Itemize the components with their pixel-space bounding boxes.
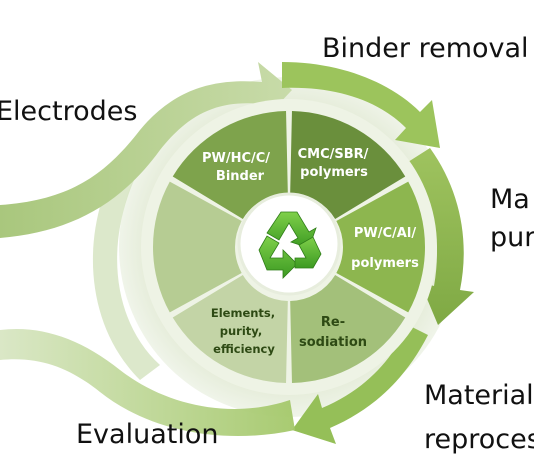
reprocessing-arrow	[292, 325, 428, 444]
seg-elements-line1: Elements,	[211, 306, 275, 320]
wheel-segments	[153, 111, 425, 383]
segment-cmc-sbr	[290, 111, 406, 219]
seg-resodiation-line2: sodiation	[299, 335, 367, 350]
seg-cmc-line1: CMC/SBR/	[298, 147, 369, 162]
label-electrodes: Electrodes	[0, 96, 137, 127]
seg-pw-hc-line1: PW/HC/C/	[202, 151, 270, 166]
purification-arrow	[408, 148, 474, 325]
segment-pw-hc-binder	[172, 111, 288, 219]
binder-removal-arrow	[282, 62, 440, 148]
label-evaluation: Evaluation	[76, 419, 218, 450]
seg-resodiation-line1: Re-	[321, 315, 345, 330]
label-reprocessing-2: reproces	[424, 424, 534, 455]
center-circle	[237, 192, 341, 296]
seg-elements-line2: purity,	[220, 324, 263, 338]
seg-elements-line3: efficiency	[213, 342, 275, 356]
segment-resodiation	[290, 275, 406, 383]
seg-pw-hc-line2: Binder	[216, 169, 265, 184]
segment-pw-c-al	[336, 181, 425, 313]
label-purification-1: Ma	[490, 184, 530, 215]
recycle-icon	[258, 211, 322, 279]
left-return-arc	[92, 150, 160, 380]
segment-labels: PW/HC/C/ Binder CMC/SBR/ polymers PW/C/A…	[202, 147, 419, 356]
label-purification-2: pur	[490, 222, 534, 253]
evaluation-arrow	[0, 328, 295, 437]
seg-pw-c-al-line1: PW/C/Al/	[354, 226, 416, 241]
label-reprocessing-1: Material	[424, 380, 534, 411]
segment-empty	[153, 181, 242, 313]
label-binder-removal: Binder removal	[322, 33, 529, 64]
seg-pw-c-al-line2: polymers	[351, 256, 419, 271]
segment-elements	[172, 275, 288, 383]
electrodes-arrow	[0, 62, 292, 238]
seg-cmc-line2: polymers	[300, 165, 368, 180]
